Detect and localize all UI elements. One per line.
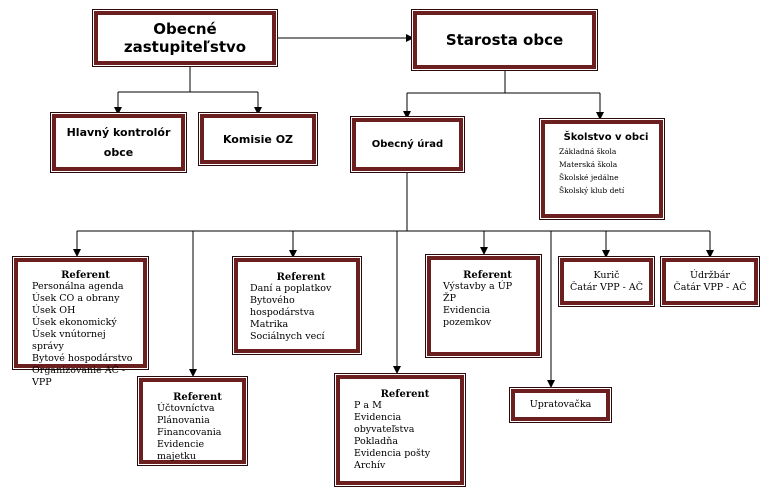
commissions-box: Komisie OZ <box>200 114 316 164</box>
referent-item: Archív <box>354 460 386 471</box>
referent-item: ŽP <box>443 293 456 304</box>
maintenance-line: Údržbár <box>690 269 730 281</box>
referent-item: Výstavby a ÚP <box>443 281 513 292</box>
controller-label: Hlavný kontrolór obce <box>66 125 171 159</box>
referent-item: Pokladňa <box>354 436 399 447</box>
cleaner-box: Upratovačka <box>511 389 610 421</box>
referent-item: Bytového hospodárstva <box>250 295 315 318</box>
referent-registry-box: Referent P a M Evidencia obyvateľstva Po… <box>336 375 464 485</box>
referent-title: Referent <box>276 272 326 283</box>
referent-taxes-box: Referent Daní a poplatkov Bytového hospo… <box>234 258 360 353</box>
referent-personnel-box: Referent Personálna agenda Úsek CO a obr… <box>14 258 147 388</box>
referent-item: Financovania <box>157 427 222 438</box>
referent-title: Referent <box>380 389 430 400</box>
referent-item: Úsek ekonomický <box>32 317 117 328</box>
schools-box: Školstvo v obci Základná škola Materská … <box>541 120 663 218</box>
referent-item: Účtovníctva <box>157 403 215 414</box>
referent-item: P a M <box>354 400 382 411</box>
council-box: Obecné zastupiteľstvo <box>94 11 276 65</box>
office-label: Obecný úrad <box>371 139 444 150</box>
referent-item: Organizovanie AČ - VPP <box>32 365 126 388</box>
referent-title: Referent <box>463 270 512 281</box>
council-label: Obecné zastupiteľstvo <box>123 20 247 56</box>
cleaner-label: Upratovačka <box>529 399 592 410</box>
referent-title: Referent <box>173 392 222 403</box>
referent-title: Referent <box>61 270 110 281</box>
referent-item: Úsek CO a obrany <box>32 293 120 304</box>
janitor-box: Kurič Čatár VPP - AČ <box>560 258 653 305</box>
schools-item: Materská škola <box>559 160 618 169</box>
referent-item: Bytové hospodárstvo <box>32 353 133 364</box>
referent-item: Úsek vnútornej správy <box>32 329 106 352</box>
janitor-line: Čatár VPP - AČ <box>570 281 643 293</box>
office-box: Obecný úrad <box>352 118 463 171</box>
referent-item: Evidencia pozemkov <box>443 305 492 328</box>
referent-item: Sociálnych vecí <box>250 331 325 342</box>
referent-item: Evidencia obyvateľstva <box>354 412 415 435</box>
referent-item: Personálna agenda <box>32 281 124 292</box>
controller-box: Hlavný kontrolór obce <box>52 114 185 171</box>
referent-accounting-box: Referent Účtovníctva Plánovania Financov… <box>139 378 246 464</box>
referent-item: Evidencia pošty <box>354 448 431 459</box>
janitor-line: Kurič <box>593 269 620 281</box>
mayor-label: Starosta obce <box>445 31 564 49</box>
referent-item: Matrika <box>250 319 289 330</box>
schools-title: Školstvo v obci <box>563 132 649 143</box>
schools-item: Základná škola <box>559 147 617 156</box>
referent-item: Daní a poplatkov <box>250 283 332 294</box>
referent-construction-box: Referent Výstavby a ÚP ŽP Evidencia poze… <box>427 256 540 356</box>
referent-item: Evidencie majetku <box>157 439 205 462</box>
schools-item: Školské jedálne <box>559 173 619 182</box>
commissions-label: Komisie OZ <box>222 132 294 146</box>
maintenance-line: Čatár VPP - AČ <box>673 281 747 293</box>
schools-item: Školský klub detí <box>559 186 625 195</box>
referent-item: Úsek OH <box>32 305 76 316</box>
referent-item: Plánovania <box>157 415 210 426</box>
mayor-box: Starosta obce <box>413 11 596 69</box>
maintenance-box: Údržbár Čatár VPP - AČ <box>662 258 758 305</box>
